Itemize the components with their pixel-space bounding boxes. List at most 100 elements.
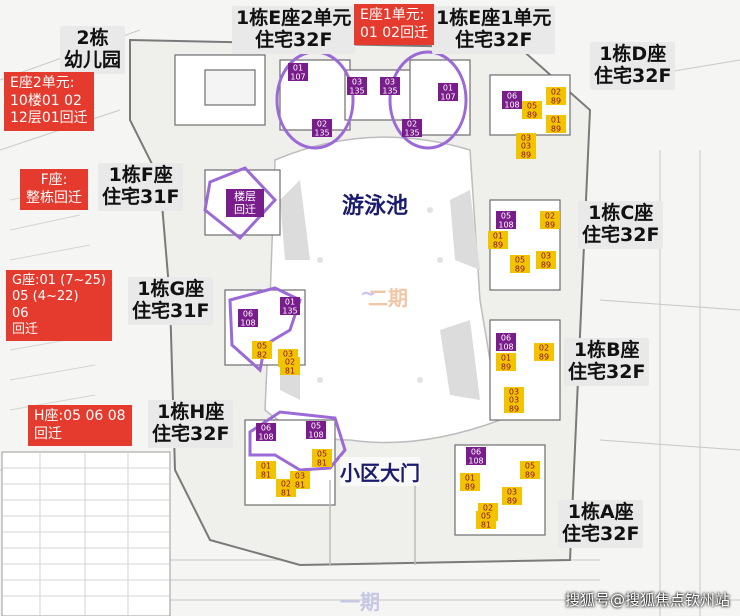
unit-code: 05 — [311, 422, 321, 431]
unit-area: 108 — [498, 343, 513, 352]
unit-code: 02 — [285, 358, 295, 367]
unit-area: 135 — [282, 307, 297, 316]
unit-code: 03 — [507, 488, 517, 497]
unit-code: 01 — [551, 116, 561, 125]
unit-area: 89 — [539, 353, 549, 362]
unit-area: 107 — [440, 93, 455, 102]
unit-area: 89 — [507, 497, 517, 506]
unit-code: 05 — [257, 342, 267, 351]
unit-area: 89 — [521, 151, 531, 160]
pool-label: 游泳池 — [342, 194, 409, 219]
gate-lines — [329, 480, 416, 565]
unit-area: 81 — [317, 459, 327, 468]
unit-code: 06 — [261, 424, 271, 433]
unit-area: 108 — [468, 457, 483, 466]
unit-code: 05 — [317, 450, 327, 459]
unit-code: 03 — [295, 472, 305, 481]
unit-code: 06 — [243, 310, 253, 319]
unit-area: 135 — [382, 87, 397, 96]
unit-area: 135 — [404, 129, 419, 138]
unit-area: 89 — [525, 471, 535, 480]
highlight-outlines — [203, 50, 468, 472]
unit-area: 89 — [551, 97, 561, 106]
unit-code: 06 — [471, 448, 481, 457]
unit-area: 108 — [240, 319, 255, 328]
unit-code: 05 — [525, 462, 535, 471]
info-table — [1, 451, 171, 616]
unit-area: 81 — [295, 481, 305, 490]
label-a: 1栋A座住宅32F — [558, 500, 644, 548]
unit-code: 02 — [317, 120, 327, 129]
unit-code: 02 — [551, 88, 561, 97]
unit-code: 03 — [352, 78, 362, 87]
label-c: 1栋C座住宅32F — [578, 201, 664, 249]
unit-area: 89 — [545, 221, 555, 230]
unit-code: 05 — [481, 512, 491, 521]
unit-code: 05 — [527, 102, 537, 111]
unit-area: 89 — [527, 111, 537, 120]
unit-code: 03 — [509, 388, 519, 397]
unit-code: 02 — [483, 504, 493, 513]
unit-area: 89 — [465, 483, 475, 492]
label-e1: 1栋E座1单元住宅32F — [432, 6, 556, 54]
label-g: 1栋G座住宅31F — [128, 277, 214, 325]
unit-code: 02 — [539, 344, 549, 353]
unit-area: 89 — [541, 261, 551, 270]
phase1-label: 一期 — [340, 590, 380, 614]
unit-code: 01 — [261, 462, 271, 471]
unit-code: 01 — [285, 298, 295, 307]
unit-area: 89 — [515, 265, 525, 274]
unit-code: 01 — [493, 232, 503, 241]
unit-area: 89 — [501, 363, 511, 372]
unit-code: 01 — [501, 354, 511, 363]
unit-area: 135 — [349, 87, 364, 96]
unit-code: 03 — [541, 252, 551, 261]
label-f: 1栋F座住宅31F — [98, 163, 184, 211]
unit-area: 108 — [308, 431, 323, 440]
f-core-label: 楼层回迁 — [226, 189, 264, 218]
unit-code: 06 — [501, 334, 511, 343]
phase2-label: 二期 — [368, 286, 408, 310]
faded-courtyard-text: ~ — [360, 281, 377, 305]
unit-area: 81 — [481, 521, 491, 530]
unit-area: 82 — [257, 351, 267, 360]
unit-area: 89 — [509, 405, 519, 414]
label-h: 1栋H座住宅32F — [148, 400, 234, 448]
unit-code: 03 — [509, 396, 519, 405]
note-f: F座:整栋回迁 — [20, 169, 88, 210]
label-e2: 1栋E座2单元住宅32F — [232, 6, 356, 54]
unit-area: 108 — [498, 221, 513, 230]
unit-code: 02 — [281, 480, 291, 489]
unit-area: 81 — [285, 367, 295, 376]
label-building2: 2栋幼儿园 — [60, 26, 126, 74]
unit-code: 06 — [507, 92, 517, 101]
